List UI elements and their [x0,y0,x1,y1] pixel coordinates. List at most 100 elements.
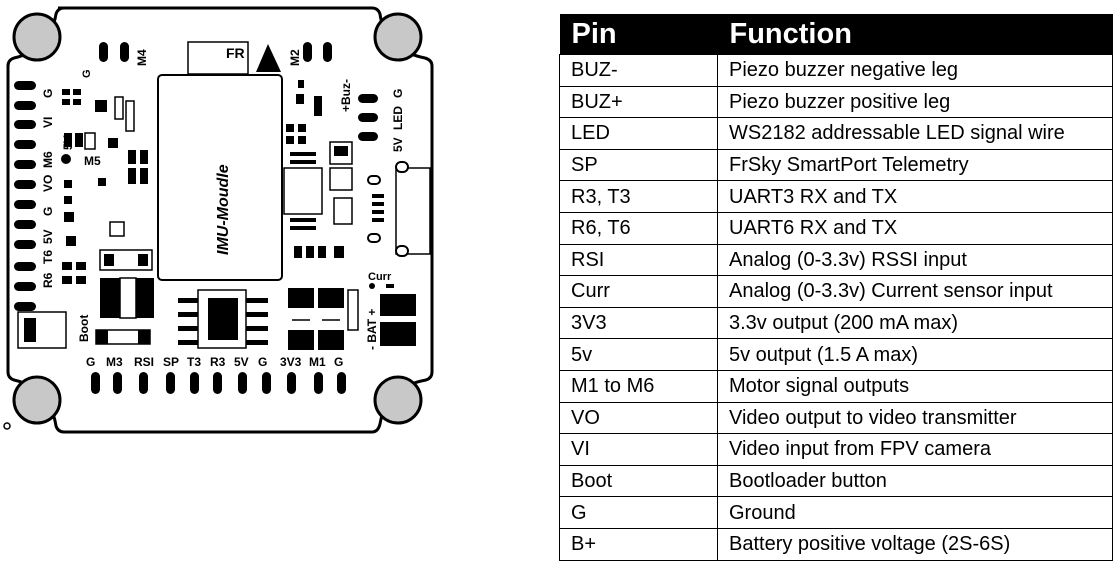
pin-cell: BUZ+ [559,85,718,119]
alignment-dot [3,422,11,430]
label-t3: T3 [187,355,201,369]
label-m6: M6 [41,151,55,168]
label-bottom-g2: G [258,355,267,369]
function-cell: UART3 RX and TX [717,180,1113,213]
function-cell: Piezo buzzer positive leg [717,85,1113,119]
label-m1: M1 [309,355,326,369]
buz-label: +Buz- [339,79,353,112]
label-led: LED [391,106,405,130]
right-components [283,80,353,258]
label-right-5v: 5V [391,137,405,152]
label-m5: M5 [84,154,101,168]
table-row: BUZ-Piezo buzzer negative leg [559,54,1113,87]
power-capacitors [288,288,359,350]
function-cell: Analog (0-3.3v) Current sensor input [717,275,1113,308]
pin-cell: G [559,496,718,529]
fr-label: FR [226,45,245,61]
label-sp: SP [163,355,179,369]
table-row: B+Battery positive voltage (2S-6S) [559,527,1113,561]
mounting-holes [12,12,423,425]
function-cell: Video input from FPV camera [717,433,1113,466]
flight-controller-diagram: M4 M2 G FR IMU-Moudle G VI 5V M6 M5 VO G… [3,6,434,434]
label-bottom-g1: G [86,355,95,369]
function-cell: Motor signal outputs [717,369,1113,403]
pin-cell: SP [559,148,718,182]
header-function: Function [717,14,1113,55]
label-m4: M4 [135,49,149,66]
imu-module [157,74,283,281]
pin-cell: M1 to M6 [559,369,718,403]
label-right-g: G [391,89,405,98]
regulator-ic [178,289,268,349]
bottom-pads [91,372,346,394]
header-pin: Pin [559,14,718,55]
curr-label: Curr [368,271,392,283]
table-header-row: Pin Function [559,14,1113,55]
pin-cell: B+ [559,527,718,561]
pin-cell: R6, T6 [559,211,718,245]
label-m2: M2 [288,49,302,66]
function-cell: 5v output (1.5 A max) [717,338,1113,371]
label-vo: VO [41,175,55,192]
pin-cell: BUZ- [559,54,718,87]
label-t6: T6 [41,250,55,264]
label-bottom-g3: G [334,355,343,369]
label-3v3: 3V3 [280,355,302,369]
label-rsi: RSI [134,355,154,369]
label-g-small: G [81,69,93,78]
pin-cell: Boot [559,464,718,498]
pin-cell: VI [559,433,718,466]
pin-cell: LED [559,117,718,150]
pin-cell: R3, T3 [559,180,718,213]
label-vi: VI [41,117,55,128]
left-components [61,89,154,319]
battery-negative-pad [380,322,416,346]
label-r3: R3 [210,355,226,369]
pin-cell: RSI [559,243,718,277]
label-m3: M3 [106,355,123,369]
bat-label: - BAT + [365,309,379,350]
label-bottom-5v: 5V [234,355,249,369]
function-cell: FrSky SmartPort Telemetry [717,148,1113,182]
function-cell: WS2182 addressable LED signal wire [717,117,1113,150]
usb-connector [367,161,431,257]
fr-box [187,41,249,75]
table-row: BUZ+Piezo buzzer positive leg [559,85,1113,119]
pin-cell: Curr [559,275,718,308]
label-left-5v2: 5V [41,229,55,244]
pin-cell: 5v [559,338,718,371]
function-cell: UART6 RX and TX [717,211,1113,245]
pin-function-table: Pin Function BUZ-Piezo buzzer negative l… [559,14,1113,561]
pin-cell: 3V3 [559,306,718,340]
function-cell: Bootloader button [717,464,1113,498]
label-left-g2: G [41,207,55,216]
imu-module-label: IMU-Moudle [215,164,232,255]
top-motor-pads [99,42,332,62]
function-cell: Video output to video transmitter [717,401,1113,435]
pin-cell: VO [559,401,718,435]
function-cell: Analog (0-3.3v) RSSI input [717,243,1113,277]
direction-arrow [256,44,281,72]
function-cell: 3.3v output (200 mA max) [717,306,1113,340]
battery-positive-pad [380,294,416,316]
boot-label: Boot [77,315,91,342]
label-r6: R6 [41,272,55,288]
function-cell: Battery positive voltage (2S-6S) [717,527,1113,561]
label-left-g1: G [41,89,55,98]
function-cell: Piezo buzzer negative leg [717,54,1113,87]
left-pads [14,81,36,311]
function-cell: Ground [717,496,1113,529]
